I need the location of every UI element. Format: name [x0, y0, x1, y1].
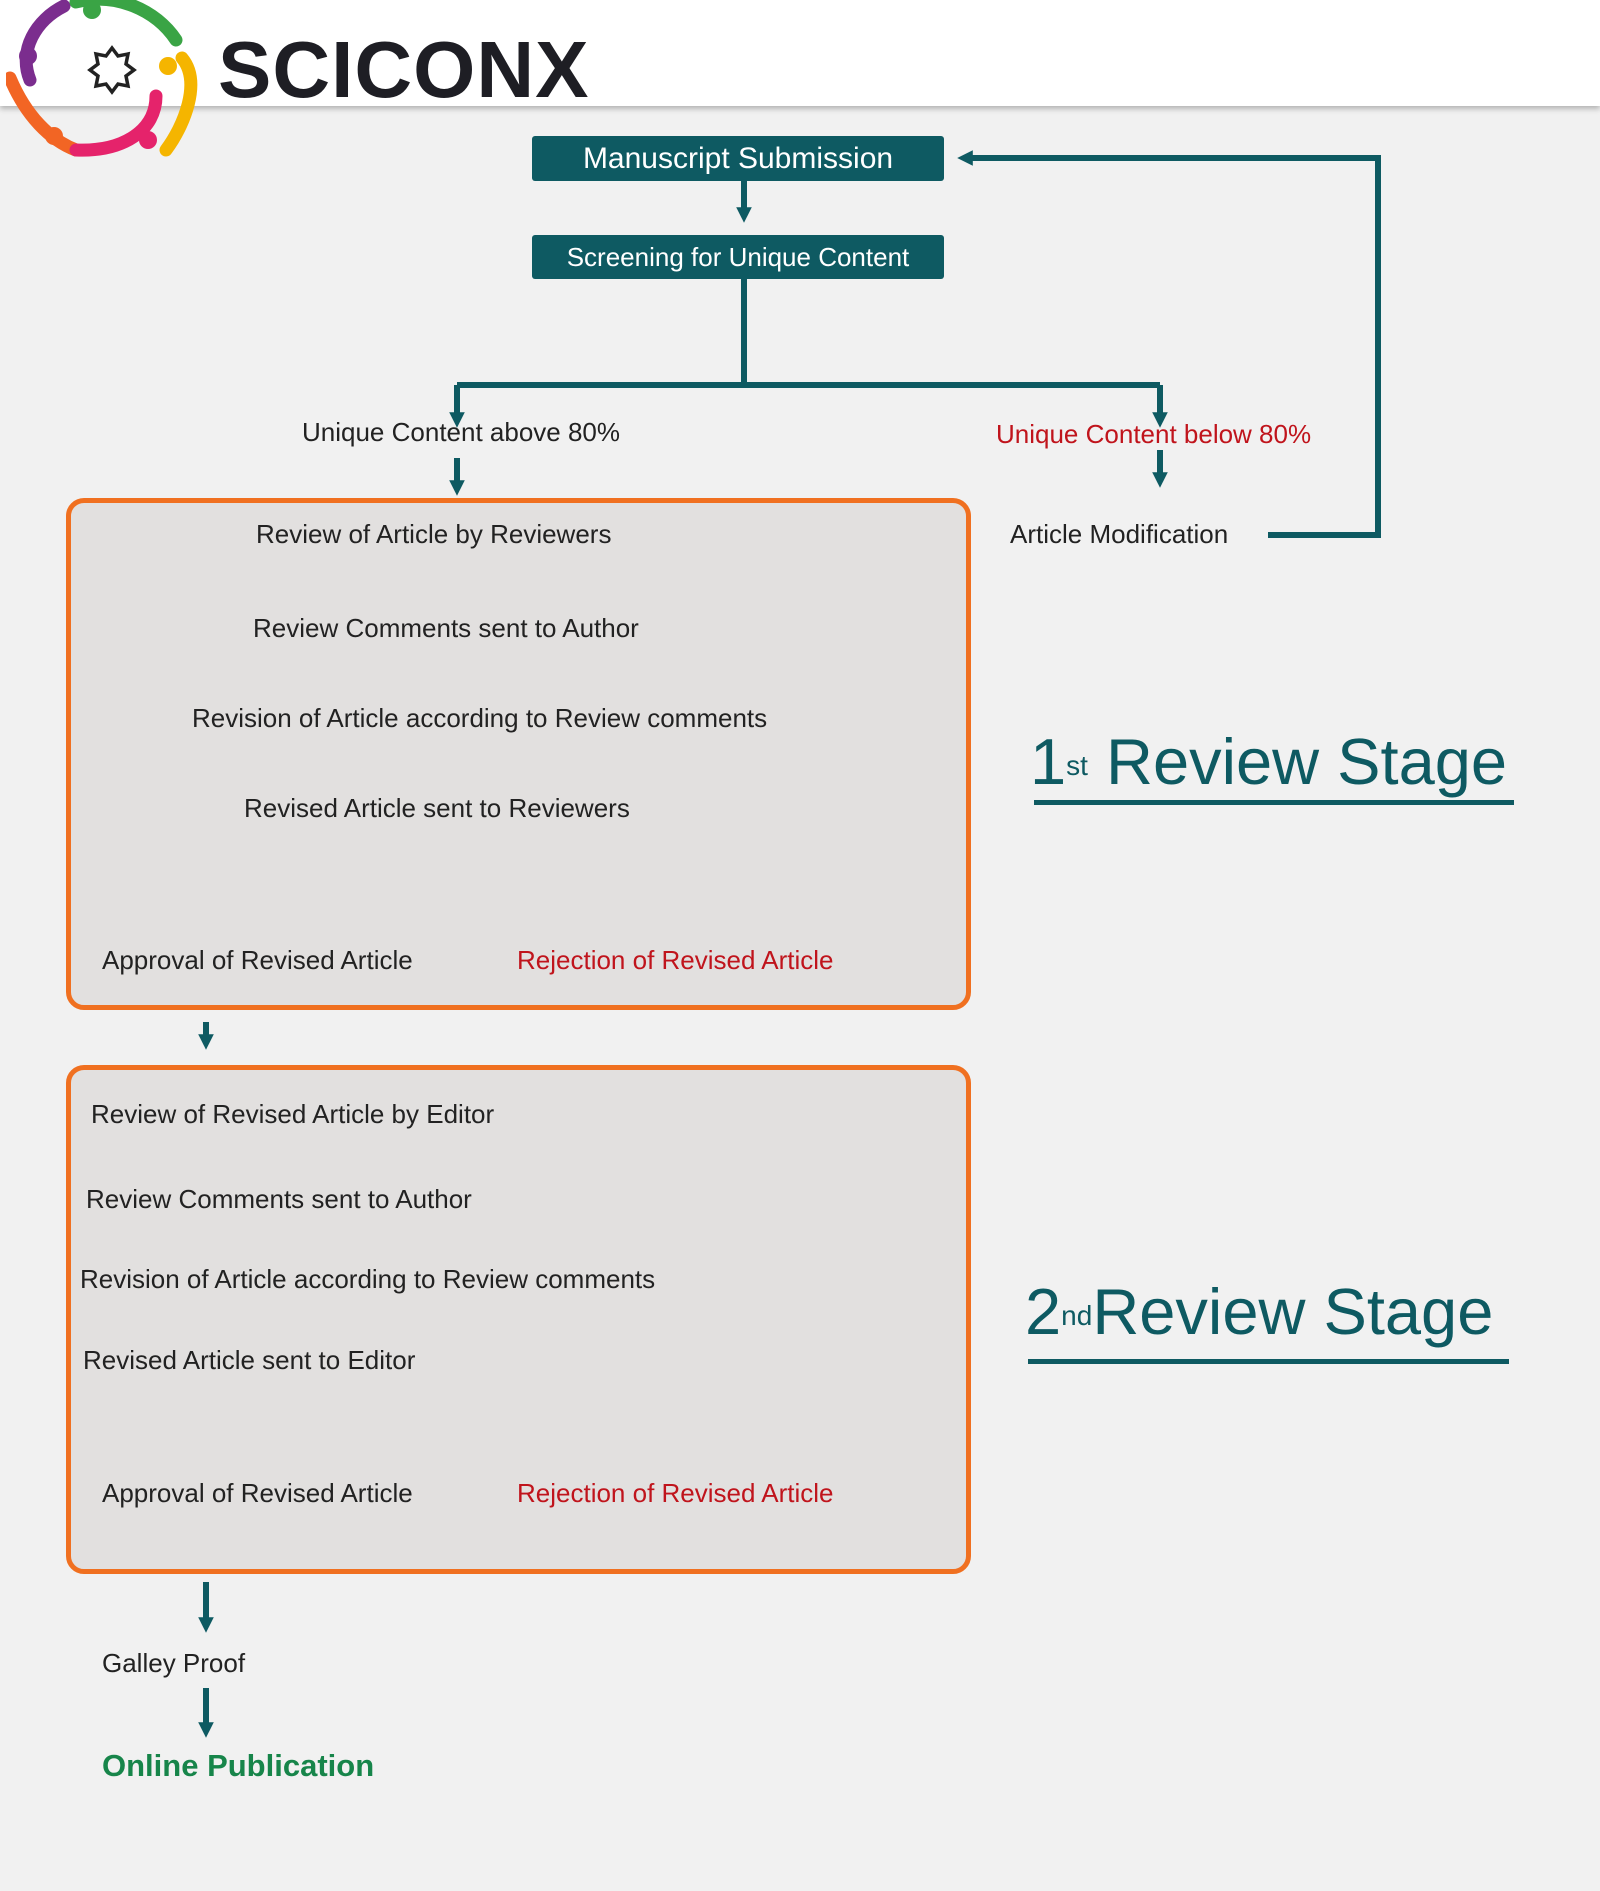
s2-step-revision: Revision of Article according to Review …: [80, 1264, 656, 1294]
header-bar: [0, 0, 1600, 106]
s2-step-sent: Revised Article sent to Editor: [83, 1345, 416, 1375]
stage1-panel: [66, 498, 971, 1010]
galley-proof-label: Galley Proof: [102, 1648, 246, 1678]
screening-box: Screening for Unique Content: [532, 235, 944, 279]
s1-step-sent: Revised Article sent to Reviewers: [244, 793, 630, 823]
stage2-panel: [66, 1065, 971, 1574]
screening-label: Screening for Unique Content: [566, 242, 910, 272]
s1-rejection: Rejection of Revised Article: [517, 945, 834, 975]
s1-approval: Approval of Revised Article: [102, 945, 413, 975]
connector-screening-split: [457, 278, 1160, 388]
unique-below-label: Unique Content below 80%: [996, 419, 1312, 449]
manuscript-submission-box: Manuscript Submission: [532, 136, 944, 181]
stage2-title: 2ndReview Stage: [1025, 1275, 1494, 1348]
s1-step-review: Review of Article by Reviewers: [256, 519, 612, 549]
manuscript-submission-label: Manuscript Submission: [582, 142, 894, 175]
stage2-title-underline: [1028, 1359, 1509, 1364]
s2-rejection: Rejection of Revised Article: [517, 1478, 834, 1508]
article-modification-label: Article Modification: [1010, 519, 1229, 549]
s2-approval: Approval of Revised Article: [102, 1478, 413, 1508]
stage1-title: 1st Review Stage: [1030, 725, 1508, 798]
sciconx-logo-icon: [6, 0, 198, 157]
s1-step-comments: Review Comments sent to Author: [253, 613, 639, 643]
s2-step-review: Review of Revised Article by Editor: [91, 1099, 495, 1129]
s2-step-comments: Review Comments sent to Author: [86, 1184, 472, 1214]
brand-name: SCICONX: [218, 25, 590, 114]
arrow-modification-loop: [957, 150, 1381, 538]
stage1-title-underline: [1034, 800, 1514, 805]
unique-above-label: Unique Content above 80%: [302, 417, 621, 447]
online-publication-label: Online Publication: [102, 1748, 375, 1783]
s1-step-revision: Revision of Article according to Review …: [192, 703, 768, 733]
